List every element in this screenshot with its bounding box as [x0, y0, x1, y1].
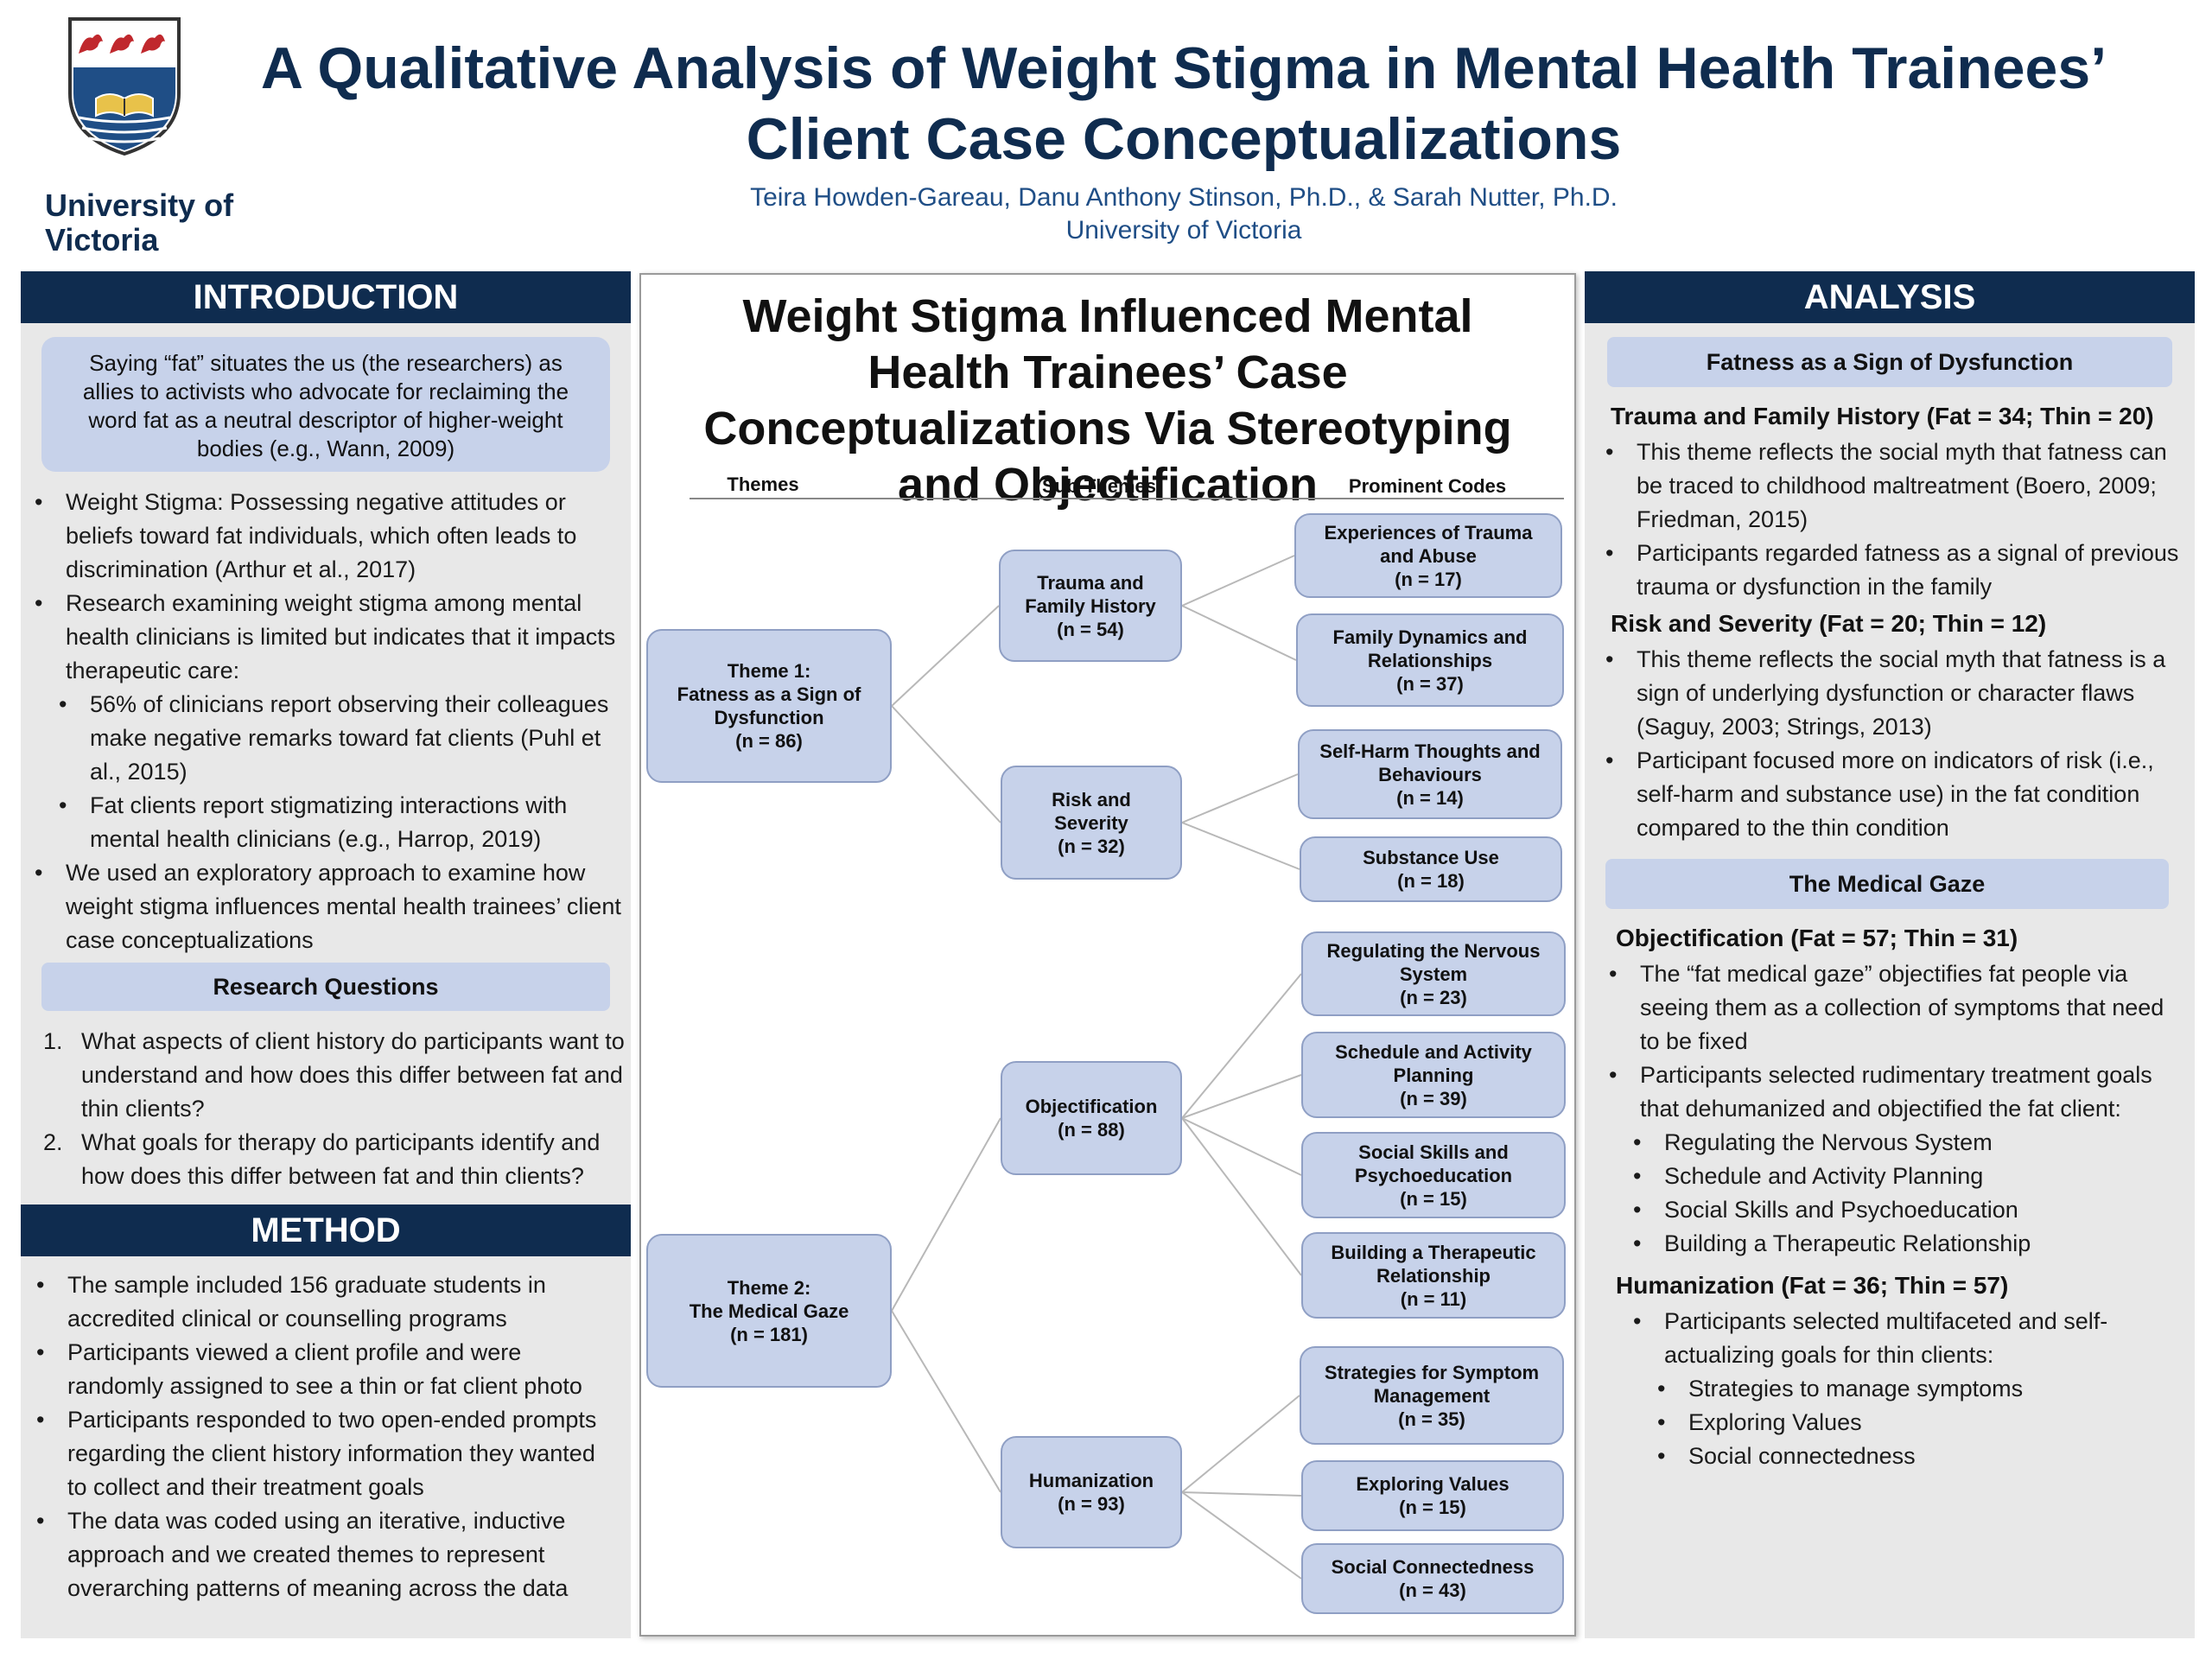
subtheme-trauma-family-node: Trauma and Family History (n = 54) — [999, 550, 1182, 662]
poster-title: A Qualitative Analysis of Weight Stigma … — [190, 33, 2177, 175]
subtheme-objectification-node: Objectification (n = 88) — [1001, 1061, 1182, 1175]
connector-line — [1181, 1491, 1302, 1580]
trauma-family-history-bullets: This theme reflects the social myth that… — [1602, 435, 2190, 604]
sub-bullet-item: Exploring Values — [1630, 1406, 2183, 1440]
connector-line — [1181, 605, 1297, 661]
code-regulating-nervous-system-node: Regulating the Nervous System (n = 23) — [1301, 931, 1566, 1016]
themes-column-label: Themes — [727, 474, 799, 495]
connector-line — [1181, 822, 1300, 870]
code-exploring-values-node: Exploring Values (n = 15) — [1301, 1460, 1564, 1531]
connector-line — [1181, 1074, 1302, 1119]
bullet-item: Participant focused more on indicators o… — [1602, 744, 2190, 845]
subtheme-humanization-node: Humanization (n = 93) — [1001, 1436, 1182, 1548]
bullet-item: The “fat medical gaze” objectifies fat p… — [1605, 957, 2190, 1058]
subtheme-risk-severity-node: Risk and Severity (n = 32) — [1001, 766, 1182, 880]
bullet-item: Participants selected rudimentary treatm… — [1605, 1058, 2190, 1126]
bullet-item: Participants selected multifaceted and s… — [1630, 1305, 2183, 1372]
analysis-heading: ANALYSIS — [1585, 271, 2195, 323]
bullet-item: The data was coded using an iterative, i… — [33, 1504, 620, 1605]
thematic-map-panel: Weight Stigma Influenced Mental Health T… — [639, 273, 1576, 1637]
question-text: What goals for therapy do participants i… — [81, 1129, 601, 1189]
method-bullets: The sample included 156 graduate student… — [33, 1268, 620, 1605]
code-social-connectedness-node: Social Connectedness (n = 43) — [1301, 1543, 1564, 1614]
sub-bullet-item: 56% of clinicians report observing their… — [31, 688, 627, 789]
sub-bullet-item: Schedule and Activity Planning — [1605, 1160, 2190, 1193]
bullet-item: This theme reflects the social myth that… — [1602, 643, 2190, 744]
sub-bullet-item: Social connectedness — [1630, 1440, 2183, 1473]
sub-bullet-item: Strategies to manage symptoms — [1630, 1372, 2183, 1406]
bullet-item: Participants viewed a client profile and… — [33, 1336, 620, 1403]
code-trauma-abuse-node: Experiences of Trauma and Abuse (n = 17) — [1294, 513, 1562, 598]
codes-column-label: Prominent Codes — [1348, 475, 1507, 497]
theme-1-node: Theme 1: Fatness as a Sign of Dysfunctio… — [646, 629, 892, 783]
title-line-2: Client Case Conceptualizations — [746, 106, 1622, 172]
left-column: INTRODUCTION Saying “fat” situates the u… — [21, 271, 631, 1638]
thematic-map-title: Weight Stigma Influenced Mental Health T… — [703, 290, 1512, 511]
title-line-1: A Qualitative Analysis of Weight Stigma … — [260, 35, 2107, 101]
subthemes-column-label: Sub-Themes — [1041, 475, 1157, 497]
code-family-dynamics-node: Family Dynamics and Relationships (n = 3… — [1296, 613, 1564, 707]
humanization-bullets: Participants selected multifaceted and s… — [1630, 1305, 2183, 1473]
sub-bullet-item: Regulating the Nervous System — [1605, 1126, 2190, 1160]
question-number: 2. — [43, 1129, 63, 1155]
connector-line — [891, 605, 1000, 707]
research-questions-heading: Research Questions — [41, 963, 610, 1011]
author-block: Teira Howden-Gareau, Danu Anthony Stinso… — [190, 181, 2177, 247]
connector-line — [1181, 1117, 1302, 1276]
humanization-subheading: Humanization (Fat = 36; Thin = 57) — [1616, 1272, 2009, 1299]
code-symptom-management-node: Strategies for Symptom Management (n = 3… — [1300, 1346, 1564, 1445]
analysis-section-dysfunction: Fatness as a Sign of Dysfunction — [1607, 337, 2172, 387]
bullet-item: Participants regarded fatness as a signa… — [1602, 537, 2190, 604]
introduction-bullets: Weight Stigma: Possessing negative attit… — [31, 486, 627, 957]
analysis-section-medical-gaze: The Medical Gaze — [1605, 859, 2169, 909]
theme-2-node: Theme 2: The Medical Gaze (n = 181) — [646, 1234, 892, 1388]
research-question-item: 1. What aspects of client history do part… — [40, 1025, 627, 1126]
connector-line — [1181, 973, 1302, 1119]
introduction-heading: INTRODUCTION — [21, 271, 631, 323]
research-question-item: 2. What goals for therapy do participants… — [40, 1126, 627, 1193]
connector-line — [891, 1310, 1001, 1493]
bullet-item: Research examining weight stigma among m… — [31, 587, 627, 688]
sub-bullet-item: Fat clients report stigmatizing interact… — [31, 789, 627, 856]
code-substance-use-node: Substance Use (n = 18) — [1300, 836, 1562, 902]
sub-bullet-item: Social Skills and Psychoeducation — [1605, 1193, 2190, 1227]
university-crest-icon — [68, 17, 181, 156]
bullet-item: We used an exploratory approach to exami… — [31, 856, 627, 957]
connector-line — [1181, 1491, 1302, 1497]
risk-severity-bullets: This theme reflects the social myth that… — [1602, 643, 2190, 845]
header-rule — [690, 498, 1564, 499]
connector-line — [1181, 1117, 1302, 1176]
connector-line — [1181, 1395, 1300, 1493]
code-social-skills-node: Social Skills and Psychoeducation (n = 1… — [1301, 1132, 1566, 1218]
connector-line — [891, 1117, 1001, 1312]
bullet-item: This theme reflects the social myth that… — [1602, 435, 2190, 537]
right-column: ANALYSIS Fatness as a Sign of Dysfunctio… — [1585, 271, 2195, 1638]
trauma-family-history-subheading: Trauma and Family History (Fat = 34; Thi… — [1611, 403, 2154, 429]
method-heading: METHOD — [21, 1205, 631, 1256]
code-self-harm-node: Self-Harm Thoughts and Behaviours (n = 1… — [1298, 729, 1562, 819]
code-schedule-activity-node: Schedule and Activity Planning (n = 39) — [1301, 1032, 1566, 1118]
connector-line — [891, 705, 1001, 823]
connector-line — [1181, 773, 1299, 823]
fat-terminology-callout: Saying “fat” situates the us (the resear… — [41, 337, 610, 472]
bullet-item: Weight Stigma: Possessing negative attit… — [31, 486, 627, 587]
risk-severity-subheading: Risk and Severity (Fat = 20; Thin = 12) — [1611, 610, 2047, 637]
research-questions-list: 1. What aspects of client history do part… — [40, 1025, 627, 1193]
question-text: What aspects of client history do partic… — [81, 1028, 625, 1122]
university-wordmark: University of Victoria — [45, 188, 234, 257]
question-number: 1. — [43, 1028, 63, 1054]
bullet-item: Participants responded to two open-ended… — [33, 1403, 620, 1504]
bullet-item: The sample included 156 graduate student… — [33, 1268, 620, 1336]
objectification-subheading: Objectification (Fat = 57; Thin = 31) — [1616, 925, 2018, 951]
thematic-map-connectors — [891, 555, 1302, 1580]
sub-bullet-item: Building a Therapeutic Relationship — [1605, 1227, 2190, 1261]
code-therapeutic-relationship-node: Building a Therapeutic Relationship (n =… — [1301, 1232, 1566, 1319]
connector-line — [1181, 555, 1295, 607]
affiliation: University of Victoria — [1065, 216, 1302, 245]
objectification-bullets: The “fat medical gaze” objectifies fat p… — [1605, 957, 2190, 1261]
authors: Teira Howden-Gareau, Danu Anthony Stinso… — [750, 183, 1618, 212]
